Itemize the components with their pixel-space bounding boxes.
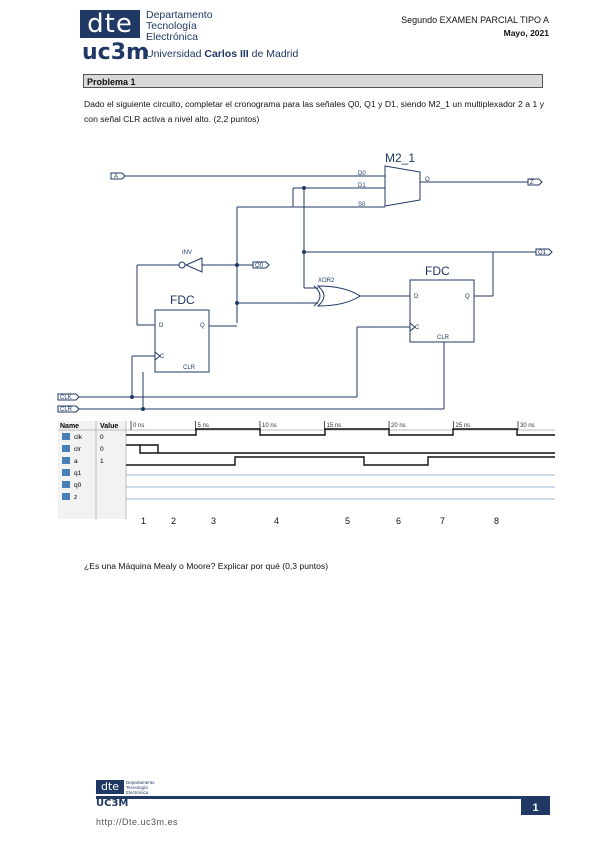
mux-pin: O <box>425 177 430 183</box>
ff-pin: Q <box>465 294 470 300</box>
mux <box>384 165 421 207</box>
problem-title: Problema 1 <box>83 74 543 88</box>
signal-name: q0 <box>74 482 82 489</box>
ff-pin: Q <box>200 323 205 329</box>
footer-dept: Departamento Tecnología Electrónica <box>126 780 166 795</box>
time-label: 5 ns <box>198 423 209 429</box>
time-label: 30 ns <box>520 423 535 429</box>
port-z <box>527 178 543 186</box>
mux-pin: S0 <box>358 202 366 208</box>
dte-logo: dte <box>80 10 140 38</box>
timing-diagram: Name Value 0 ns 5 ns 10 ns 15 ns 20 ns 25 ns 3… <box>58 421 555 526</box>
signal-name: z <box>74 494 77 501</box>
interval-label: 2 <box>171 516 176 526</box>
inverter <box>184 257 203 273</box>
problem-statement: Dado el siguiente circuito, completar el… <box>84 99 544 124</box>
signal-value: 0 <box>100 434 104 441</box>
univ-prefix: Universidad <box>146 48 205 60</box>
circuit-diagram: A Z Q1 Q0 CLK CLR D0 D1 S0 O INV XOR2 D … <box>57 151 553 413</box>
university-name: Universidad Carlos III de Madrid <box>146 48 298 60</box>
signal-value: 0 <box>100 446 104 453</box>
univ-bold: Carlos III <box>204 48 249 60</box>
time-label: 15 ns <box>327 423 342 429</box>
port-q0 <box>252 261 270 269</box>
time-label: 25 ns <box>456 423 471 429</box>
ff-pin: C <box>415 325 420 331</box>
signal-name: a <box>74 458 78 465</box>
ff-q1 <box>409 279 475 343</box>
interval-label: 5 <box>345 516 350 526</box>
interval-label: 6 <box>396 516 401 526</box>
exam-date: Mayo, 2021 <box>503 28 549 38</box>
ff-q0 <box>154 309 210 373</box>
xor-gate <box>316 285 361 307</box>
ff-pin: D <box>414 294 419 300</box>
footer-dte-logo: dte <box>96 780 124 794</box>
footer-url[interactable]: http://Dte.uc3m.es <box>96 817 179 827</box>
waveform <box>126 444 555 454</box>
exam-header: Segundo EXAMEN PARCIAL TIPO A Mayo, 2021 <box>401 14 549 40</box>
mux-label: M2_1 <box>385 151 415 165</box>
mux-pin: D0 <box>358 171 366 177</box>
uc3m-logo: uc3m <box>82 40 149 65</box>
waveform <box>126 428 555 436</box>
univ-suffix: de Madrid <box>248 48 299 60</box>
page-number: 1 <box>521 796 550 815</box>
footer-rule <box>96 796 521 799</box>
department-name: Departamento Tecnología Electrónica <box>146 10 266 43</box>
signal-icon <box>62 493 70 500</box>
time-label: 0 ns <box>133 423 144 429</box>
port-q1 <box>535 248 553 256</box>
interval-label: 1 <box>141 516 146 526</box>
question-2: ¿Es una Máquina Mealy o Moore? Explicar … <box>84 561 329 571</box>
port-a-label: A <box>114 174 118 180</box>
port-clr <box>57 405 80 413</box>
exam-title: Segundo EXAMEN PARCIAL TIPO A <box>401 15 549 25</box>
signal-name: q1 <box>74 470 82 477</box>
port-clk-label: CLK <box>60 395 72 401</box>
ff-label: FDC <box>425 264 450 278</box>
port-z-label: Z <box>530 180 534 186</box>
mux-pin: D1 <box>358 183 366 189</box>
signal-icon <box>62 481 70 488</box>
waveform <box>126 456 555 466</box>
footer-dept-line: Departamento <box>126 780 155 785</box>
signal-name: clk <box>74 434 83 441</box>
interval-label: 4 <box>274 516 279 526</box>
signal-icon <box>62 469 70 476</box>
signal-name: clr <box>74 446 82 453</box>
signal-icon <box>62 445 70 452</box>
interval-label: 8 <box>494 516 499 526</box>
col-value: Value <box>100 423 118 430</box>
ff-pin: CLR <box>437 335 450 341</box>
signal-icon <box>62 433 70 440</box>
dept-line: Electrónica <box>146 31 198 43</box>
footer-dept-line: Tecnología <box>126 785 148 790</box>
inv-label: INV <box>182 250 192 256</box>
time-label: 20 ns <box>391 423 406 429</box>
signal-value: 1 <box>100 458 104 465</box>
port-clr-label: CLR <box>60 407 73 413</box>
dept-line: Tecnología <box>146 20 197 32</box>
ff-pin: D <box>159 323 164 329</box>
port-a <box>110 172 126 180</box>
interval-label: 3 <box>211 516 216 526</box>
ff-pin: CLR <box>183 365 196 371</box>
signal-icon <box>62 457 70 464</box>
port-clk <box>57 393 80 401</box>
time-label: 10 ns <box>262 423 277 429</box>
xor-label: XOR2 <box>318 278 335 284</box>
ff-pin: C <box>160 354 165 360</box>
ff-label: FDC <box>170 293 195 307</box>
port-q1-label: Q1 <box>538 250 547 256</box>
footer-dept-line: Electrónica <box>126 790 149 795</box>
port-q0-label: Q0 <box>255 263 264 269</box>
dept-line: Departamento <box>146 9 213 21</box>
footer-uc3m-logo: UC3M <box>96 798 129 809</box>
interval-label: 7 <box>440 516 445 526</box>
col-name: Name <box>60 423 79 430</box>
